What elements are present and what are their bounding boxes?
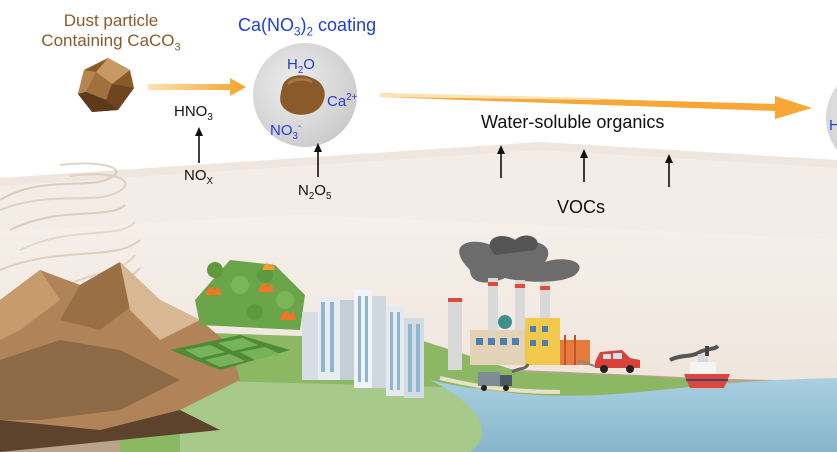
- right-edge-letter: H: [829, 117, 837, 134]
- coating-label: Ca(NO3)2 coating: [238, 15, 377, 38]
- no3-sup: -: [297, 121, 302, 132]
- dust-particle-icon: [78, 58, 134, 112]
- nox-label: NOX: [184, 167, 213, 186]
- h2o-label: H2O: [287, 56, 315, 75]
- hno3-sub: 3: [207, 112, 213, 123]
- vocs-label: VOCs: [557, 197, 606, 217]
- hno3-main: HNO: [174, 103, 208, 120]
- forest-fire-icon: [170, 260, 305, 370]
- h2o-o: O: [303, 56, 315, 73]
- nox-main: NO: [184, 167, 207, 184]
- coating-sub2: 2: [306, 25, 314, 39]
- n2o5-sub2: 5: [325, 191, 332, 202]
- n2o5-n: N: [298, 182, 309, 199]
- h2o-sub: 2: [297, 65, 304, 76]
- ca-ion-label: Ca2+: [327, 92, 358, 110]
- h2o-h: H: [287, 56, 298, 73]
- n2o5-label: N2O5: [298, 182, 331, 201]
- flow-arrows: [148, 78, 812, 119]
- dust-particle-label: Dust particle Containing CaCO3: [36, 11, 186, 53]
- n2o5-sub1: 2: [308, 191, 315, 202]
- coating-prefix: Ca(NO: [238, 15, 295, 35]
- dust-label-line2-text: Containing CaCO: [41, 31, 175, 50]
- coated-particle-partial: [826, 86, 837, 150]
- car-icon: [576, 350, 640, 373]
- factory-icon: [448, 235, 590, 370]
- dust-label-line2: Containing CaCO3: [36, 31, 186, 53]
- mountains: [0, 262, 240, 452]
- no3-ion-label: NO3-: [270, 121, 302, 142]
- no3-main: NO: [270, 122, 293, 139]
- water-soluble-organics-label: Water-soluble organics: [481, 112, 665, 132]
- coated-particle-icon: [253, 43, 357, 147]
- no3-sub: 3: [292, 131, 298, 142]
- dust-label-line2-sub: 3: [174, 41, 181, 54]
- reaction-arrows: [195, 127, 673, 187]
- coating-mid: ): [300, 15, 307, 35]
- nox-sub: X: [206, 176, 214, 187]
- ca-main: Ca: [327, 93, 347, 110]
- coating-sub: 3: [294, 25, 301, 39]
- n2o5-o: O: [314, 182, 326, 199]
- truck-icon: [478, 363, 530, 391]
- dust-label-line1: Dust particle: [63, 11, 159, 30]
- ca-sup: 2+: [346, 92, 358, 103]
- hno3-label: HNO3: [174, 103, 213, 122]
- ship-icon: [669, 344, 730, 388]
- city-buildings-icon: [302, 290, 424, 398]
- coating-suffix: coating: [313, 15, 377, 35]
